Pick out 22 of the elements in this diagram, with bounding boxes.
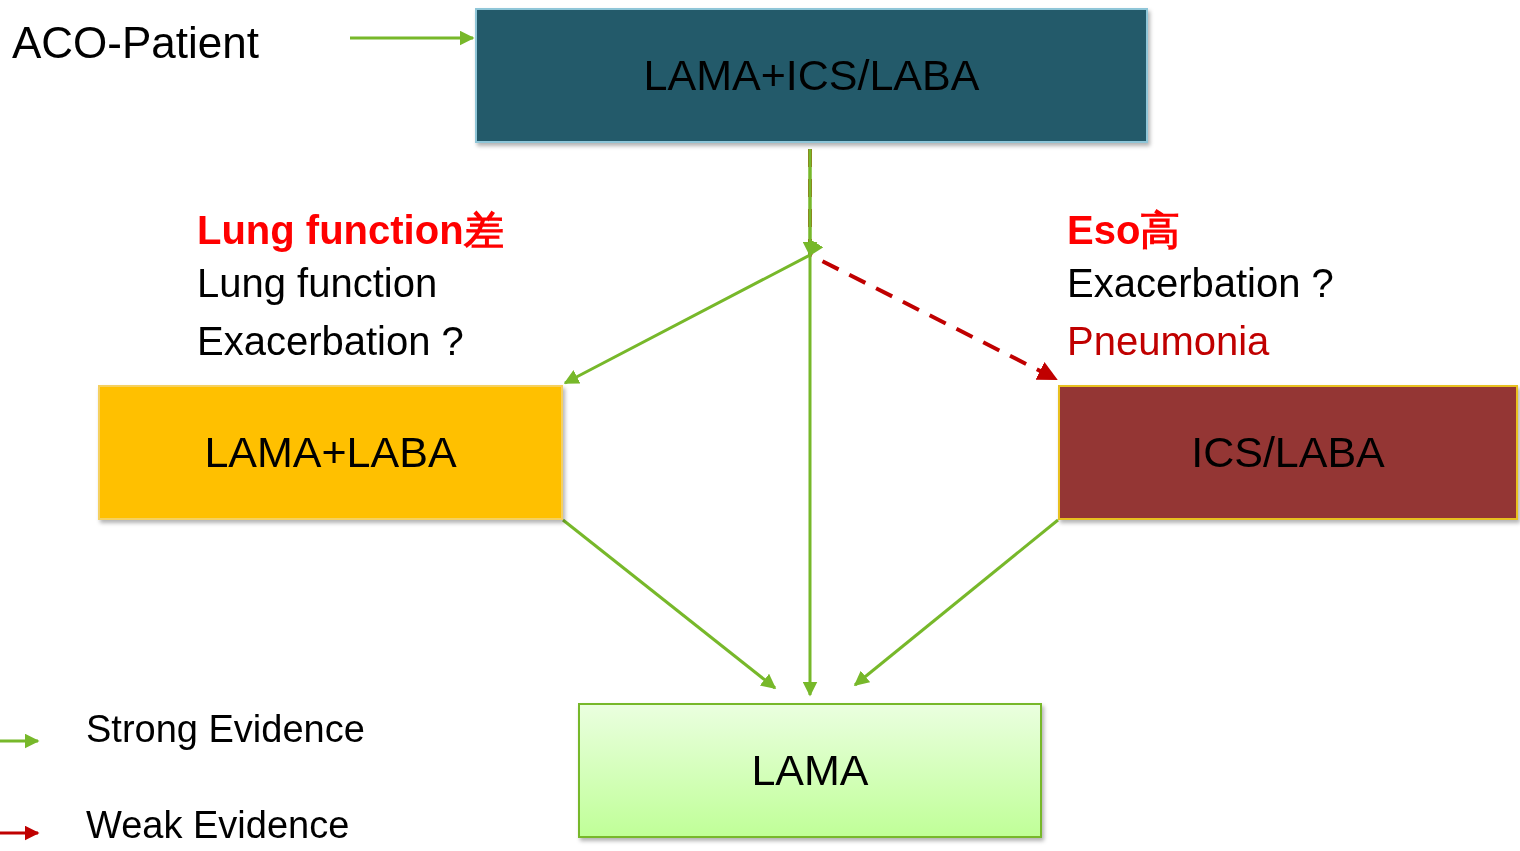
heading-note: Lung function差 [197,207,504,254]
treatment-box [475,8,1148,143]
note: Exacerbation ? [197,319,464,364]
arrow [562,518,777,690]
treatment-box [1058,385,1518,520]
note: Pneumonia [1067,319,1270,364]
legend-label: Strong Evidence [86,708,365,751]
heading-note: Eso高 [1067,207,1181,254]
legend-label: Weak Evidence [86,804,350,847]
box-label: LAMA+ICS/LABA [643,51,980,100]
arrow [350,30,475,46]
box-label: LAMA [751,746,869,795]
arrow [803,149,818,697]
arrow [853,518,1059,687]
note: Lung function [197,261,438,306]
start-label: ACO-Patient [12,14,287,72]
treatment-box [578,703,1042,838]
box-label: ICS/LABA [1191,428,1385,477]
arrow [808,149,1058,381]
note: Exacerbation ? [1067,261,1334,306]
box-label: LAMA+LABA [204,428,457,477]
treatment-box [98,385,563,520]
